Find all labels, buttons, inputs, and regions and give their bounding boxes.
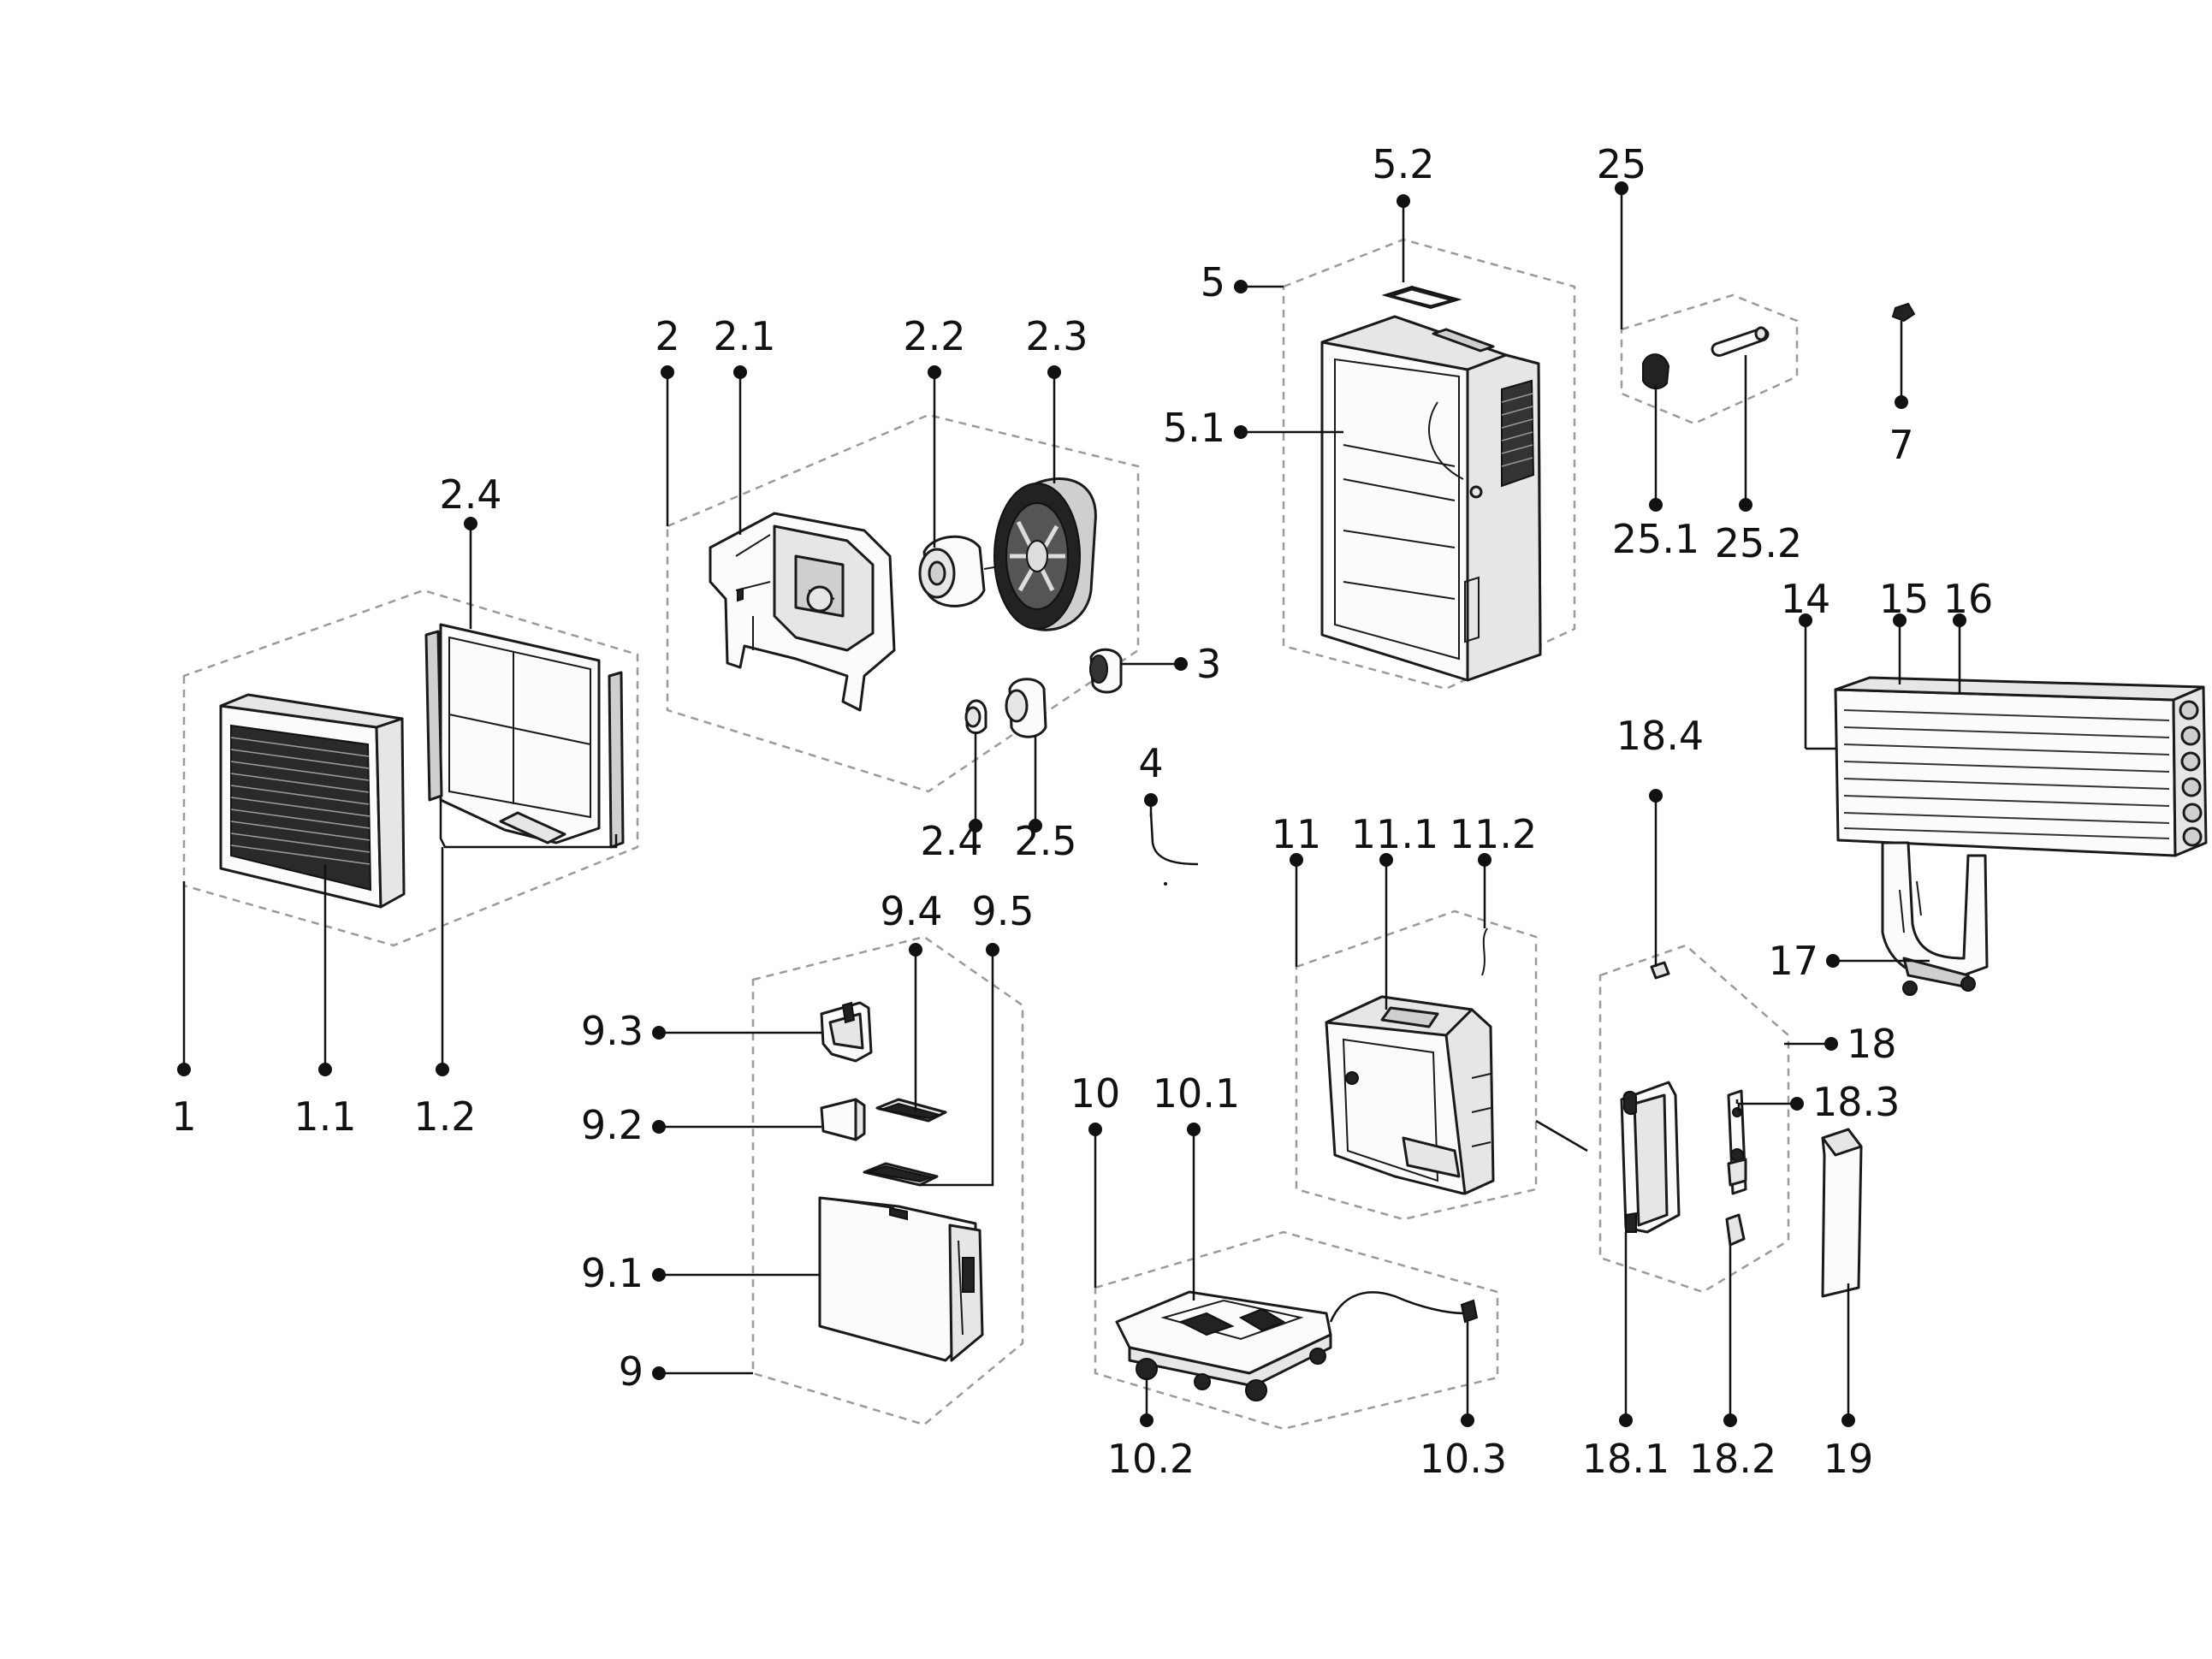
label-11-2: 11.2 (1450, 811, 1537, 857)
motor-cap-part[interactable] (1005, 678, 1047, 738)
label-10-3: 10.3 (1420, 1436, 1507, 1482)
compressor-pipe-part[interactable] (1881, 841, 1989, 996)
label-9: 9 (619, 1348, 643, 1395)
label-11: 11 (1272, 811, 1322, 857)
label-9-1: 9.1 (581, 1250, 643, 1296)
label-2-4-filter: 2.4 (439, 471, 501, 518)
part-labels: 1 1.1 1.2 2.4 2 2.1 2.2 2.3 2.4 2.5 3 4 … (171, 141, 1993, 1482)
capacitor-part[interactable] (1727, 1089, 1747, 1195)
group-18-electrical (1598, 796, 1831, 1420)
label-1-2: 1.2 (413, 1093, 476, 1140)
plug-part[interactable] (1642, 353, 1670, 390)
group-10-base (1094, 1129, 1499, 1431)
label-15: 15 (1879, 576, 1930, 622)
cover-plate-part-19[interactable] (1821, 1128, 1863, 1420)
label-16: 16 (1943, 576, 1994, 622)
switch-part[interactable] (820, 1001, 873, 1063)
label-25-2: 25.2 (1715, 520, 1802, 566)
wire-part-4[interactable] (1149, 800, 1199, 886)
label-2-5: 2.5 (1014, 818, 1076, 864)
bracket-part[interactable] (1620, 1081, 1681, 1234)
label-1-1: 1.1 (294, 1093, 356, 1140)
label-2: 2 (655, 313, 679, 359)
rear-cabinet-part[interactable] (1320, 315, 1542, 682)
label-17: 17 (1768, 938, 1818, 984)
group-9-control-panel (659, 935, 1024, 1426)
fan-bracket-part[interactable] (709, 512, 896, 712)
fan-wheel-part[interactable] (993, 477, 1097, 631)
group-1-front-panel (182, 524, 639, 1069)
water-tank-part[interactable] (1325, 995, 1495, 1195)
label-25-1: 25.1 (1612, 516, 1699, 562)
label-9-2: 9.2 (581, 1102, 643, 1148)
base-tray-part[interactable] (1115, 1290, 1332, 1401)
label-5-1: 5.1 (1163, 405, 1225, 451)
control-cover-part[interactable] (818, 1196, 984, 1362)
label-10: 10 (1070, 1070, 1121, 1117)
label-25: 25 (1597, 141, 1647, 187)
screw-part-7[interactable] (1891, 302, 1916, 402)
label-10-2: 10.2 (1107, 1436, 1195, 1482)
fan-hub-part[interactable] (1089, 648, 1123, 694)
group-14-17-coils (1804, 620, 2212, 996)
label-2-2: 2.2 (903, 313, 965, 359)
group-25-accessories (1620, 188, 1799, 505)
float-part[interactable] (1481, 927, 1488, 976)
label-19: 19 (1824, 1436, 1874, 1482)
label-18-3: 18.3 (1812, 1079, 1900, 1125)
air-filter-part[interactable] (424, 623, 625, 849)
label-9-3: 9.3 (581, 1008, 643, 1054)
label-10-1: 10.1 (1153, 1070, 1240, 1117)
label-9-5: 9.5 (971, 888, 1034, 934)
label-7: 7 (1889, 422, 1913, 468)
handle-part[interactable] (1381, 285, 1462, 310)
label-5-2: 5.2 (1372, 141, 1434, 187)
label-1: 1 (171, 1093, 196, 1140)
label-18-2: 18.2 (1689, 1436, 1776, 1482)
front-grille-part[interactable] (219, 693, 406, 909)
label-2-1: 2.1 (713, 313, 775, 359)
label-11-1: 11.1 (1351, 811, 1438, 857)
control-board-part[interactable] (863, 1162, 939, 1187)
label-3: 3 (1196, 641, 1221, 687)
sensor-cable-part[interactable] (1329, 1291, 1479, 1324)
group-11-water-tank (1295, 860, 1588, 1221)
label-2-3: 2.3 (1025, 313, 1088, 359)
group-5-cabinet (1241, 201, 1576, 690)
coil-part[interactable] (1823, 676, 2212, 864)
fan-motor-part[interactable] (918, 535, 1000, 607)
leader-dots (177, 181, 1966, 1427)
group-2-fan-assembly (666, 372, 1181, 826)
label-18-1: 18.1 (1582, 1436, 1669, 1482)
label-4: 4 (1138, 740, 1163, 786)
label-18-4: 18.4 (1616, 713, 1704, 759)
label-9-4: 9.4 (880, 888, 942, 934)
display-board-part[interactable] (875, 1098, 947, 1123)
label-18: 18 (1847, 1021, 1897, 1067)
relay-part[interactable] (820, 1098, 866, 1141)
label-14: 14 (1781, 576, 1831, 622)
motor-bushing-part[interactable] (964, 699, 987, 734)
tube-part[interactable] (1711, 326, 1770, 357)
label-2-4: 2.4 (920, 818, 982, 864)
terminal-part[interactable] (1725, 1213, 1746, 1247)
clip-part[interactable] (1650, 961, 1670, 980)
label-5: 5 (1201, 259, 1225, 305)
